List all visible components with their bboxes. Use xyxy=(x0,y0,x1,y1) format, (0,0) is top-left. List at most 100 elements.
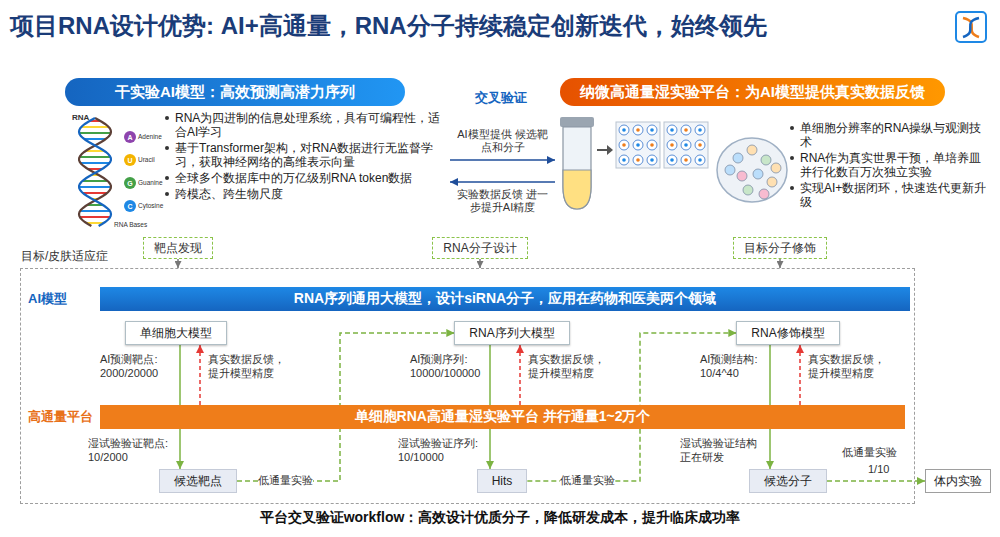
cell xyxy=(619,125,629,135)
cell xyxy=(647,155,657,165)
node-text: 单细胞分辨率的RNA操纵与观测技术 xyxy=(800,121,992,149)
node-heading: 目标/皮肤适应症 xyxy=(21,248,914,264)
cell-panels xyxy=(616,122,708,168)
helix-rung xyxy=(80,216,110,218)
title-rule xyxy=(8,51,1000,53)
dish-cell xyxy=(771,163,781,173)
prediction-note: AI预测结构: 10/4^40 xyxy=(700,352,766,380)
validation-note: 湿试验验证结构 正在研发 xyxy=(680,436,766,464)
helix-strand xyxy=(79,118,111,226)
figure-label: RNA Bases xyxy=(114,221,147,229)
connector xyxy=(479,259,481,268)
base-name: Cytosine xyxy=(138,202,163,210)
validation-note: 湿试验验证靶点: 10/2000 xyxy=(88,436,176,464)
cell-core xyxy=(636,143,640,147)
cell xyxy=(619,140,629,150)
cell-core xyxy=(622,158,626,162)
base-letter: U xyxy=(126,156,134,165)
cell-core xyxy=(622,143,626,147)
node-text: RNA作为真实世界干预，单培养皿并行化数百万次独立实验 xyxy=(800,151,992,179)
node-text: 跨模态、跨生物尺度 xyxy=(175,187,445,201)
model-box: RNA序列大模型 xyxy=(454,321,569,345)
node-text: RNA为四进制的信息处理系统，具有可编程性，适合AI学习 xyxy=(175,111,445,139)
rna-helix xyxy=(79,118,111,226)
node-heading: 候选分子 xyxy=(764,473,812,489)
base-name: Adenine xyxy=(138,133,162,141)
node-heading: 纳微高通量湿实验平台：为AI模型提供真实数据反馈 xyxy=(560,78,945,106)
cell xyxy=(681,140,691,150)
node-heading: 单细胞RNA高通量湿实验平台 并行通量1~2万个 xyxy=(355,408,651,426)
cell xyxy=(633,125,643,135)
dish-cell xyxy=(761,155,771,165)
cell xyxy=(633,140,643,150)
ai-band: RNA序列通用大模型，设计siRNA分子，应用在药物和医美两个领域 xyxy=(100,287,910,311)
node-text: 实现AI+数据闭环，快速迭代更新升级 xyxy=(800,181,992,209)
in-vivo-box: 体内实验 xyxy=(925,469,991,493)
feedback-note: 真实数据反馈，提升模型精度 xyxy=(528,352,612,380)
dish-cell xyxy=(747,145,757,155)
dish-cell xyxy=(733,153,743,163)
node-heading: RNA序列通用大模型，设计siRNA分子，应用在药物和医美两个领域 xyxy=(294,290,716,308)
connector xyxy=(779,259,781,268)
helix-rung xyxy=(79,132,111,134)
dish-cell xyxy=(759,189,769,199)
figure-label: RNA xyxy=(72,113,89,122)
cross-check-label: 交叉验证 xyxy=(475,90,527,106)
cell-core xyxy=(698,128,702,132)
connector xyxy=(199,345,201,405)
stage-box: 靶点发现 xyxy=(143,237,213,259)
node-heading: 体内实验 xyxy=(934,473,982,489)
cell-core xyxy=(684,143,688,147)
base-letter: G xyxy=(126,179,134,188)
feedback-note: 真实数据反馈，提升模型精度 xyxy=(808,352,892,380)
dish-cell xyxy=(753,169,763,179)
cell xyxy=(647,125,657,135)
node-heading: RNA序列大模型 xyxy=(469,325,554,341)
connector xyxy=(799,345,801,405)
node-heading: 目标分子修饰 xyxy=(744,240,816,256)
node-heading: Hits xyxy=(492,473,513,489)
connector-label: 实验数据反馈 进一步提升AI精度 xyxy=(455,188,550,214)
row-label: AI模型 xyxy=(28,291,67,307)
cell-core xyxy=(684,158,688,162)
prediction-note: AI预测序列: 10000/100000 xyxy=(410,352,486,380)
model-box: 单细胞大模型 xyxy=(125,321,227,345)
stage-box: 目标分子修饰 xyxy=(733,237,827,259)
workflow-frame: 目标/皮肤适应症RNA序列通用大模型，设计siRNA分子，应用在药物和医美两个领… xyxy=(20,268,915,504)
node-text: 全球多个数据库中的万亿级别RNA token数据 xyxy=(175,171,445,185)
connector-label: 低通量实验 xyxy=(842,446,897,459)
connector xyxy=(177,259,179,268)
cell xyxy=(667,140,677,150)
cell xyxy=(681,125,691,135)
platform-panel: 纳微高通量湿实验平台：为AI模型提供真实数据反馈单细胞分辨率的RNA操纵与观测技… xyxy=(555,78,995,234)
cell-core xyxy=(622,128,626,132)
cell-core xyxy=(698,143,702,147)
cell xyxy=(695,125,705,135)
cell xyxy=(619,155,629,165)
connector xyxy=(450,159,555,161)
stage-box: RNA分子设计 xyxy=(432,237,527,259)
helix-rung xyxy=(80,162,109,164)
cell-core xyxy=(636,158,640,162)
dish-cell xyxy=(767,177,777,187)
node-heading: 候选靶点 xyxy=(174,473,222,489)
cell-core xyxy=(650,128,654,132)
prediction-note: AI预测靶点: 2000/20000 xyxy=(100,352,175,380)
result-box: 候选分子 xyxy=(749,469,827,493)
feedback-note: 真实数据反馈，提升模型精度 xyxy=(208,352,292,380)
connector xyxy=(519,345,521,405)
helix-rung xyxy=(79,186,111,188)
cell-core xyxy=(670,128,674,132)
connector-label: AI模型提供 候选靶点和分子 xyxy=(455,128,550,154)
helix-rung xyxy=(80,156,111,158)
cell-core xyxy=(636,128,640,132)
helix-rung xyxy=(81,126,108,128)
base-letter: A xyxy=(126,133,134,142)
row-label: 高通量平台 xyxy=(28,409,93,425)
connector xyxy=(450,181,555,183)
dish-cell xyxy=(725,165,735,175)
cell xyxy=(695,155,705,165)
logo-icon xyxy=(956,12,986,42)
